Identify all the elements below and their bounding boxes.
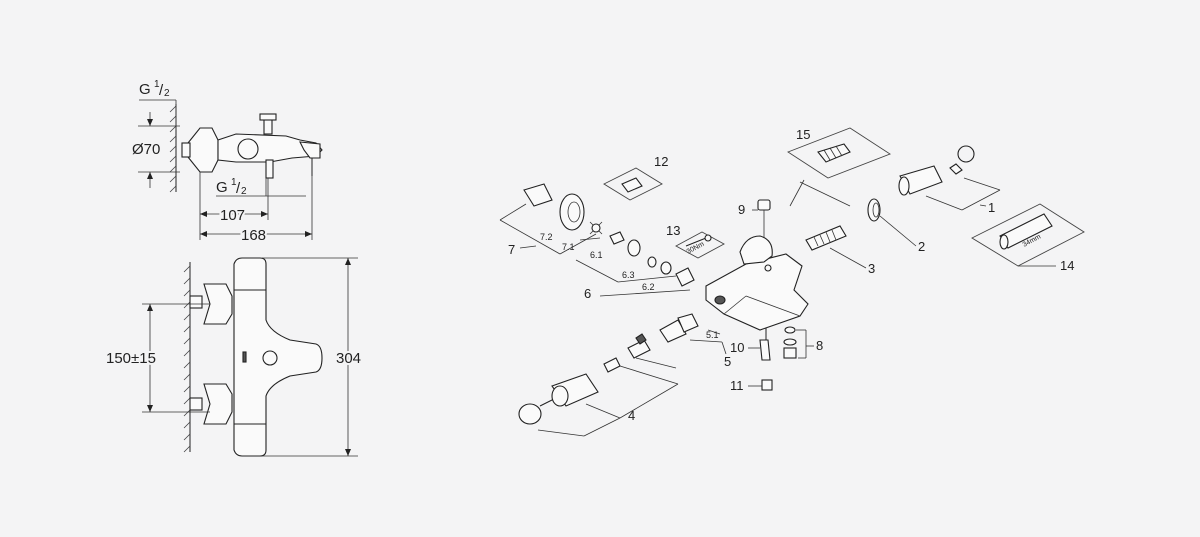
callout-63: 6.3 [622,270,635,280]
part-5: 5.1 5 [659,313,731,369]
thread-mid-slash: / [236,180,241,197]
callout-11: 11 [730,378,744,393]
part-14: 34mm 14 [971,203,1085,273]
callout-4: 4 [628,408,635,423]
side-view: G 1 / 2 Ø70 G 1 / 2 107 168 [132,79,323,246]
part-2: 2 [867,198,925,254]
callout-5: 5 [724,354,731,369]
callout-8: 8 [816,338,823,353]
callout-7: 7 [508,242,515,257]
callout-10: 10 [730,340,744,355]
callout-61: 6.1 [590,250,603,260]
thread-mid-num: 1 [231,177,237,188]
thread-mid-den: 2 [241,186,247,197]
part-4: 4 [518,333,679,437]
dim-304: 304 [336,350,361,367]
callout-13: 13 [666,223,680,238]
thread-mid-label: G [216,179,228,196]
part-10: 10 [730,328,771,361]
part-7: 7.1 7.2 7 [499,183,603,257]
callout-62: 6.2 [642,282,655,292]
callout-1: 1 [988,200,995,215]
dim-168: 168 [241,227,266,244]
part-3: 3 [805,225,875,276]
callout-14: 14 [1060,258,1074,273]
part-12: 12 [603,154,668,201]
part-15: 15 [787,127,891,179]
thread-top-num: 1 [154,79,160,90]
callout-6: 6 [584,286,591,301]
callout-9: 9 [738,202,745,217]
callout-2: 2 [918,239,925,254]
thread-top-label: G [139,81,151,98]
exploded-view: 15 1 2 34mm [499,127,1085,437]
front-view: 150±15 304 [104,257,363,457]
dim-107: 107 [220,207,245,224]
part-11: 11 [730,378,773,393]
torque-30nm: 30Nm [686,241,706,256]
callout-12: 12 [654,154,668,169]
main-body [705,235,809,331]
part-6: 6.1 6.3 6.2 6 [575,231,695,301]
callout-15: 15 [796,127,810,142]
callout-3: 3 [868,261,875,276]
callout-71: 7.1 [562,242,575,252]
thread-top-den: 2 [164,88,170,99]
diameter-70-label: Ø70 [132,141,160,158]
part-8: 8 [783,326,823,359]
part-1: 1 [898,145,1001,215]
callout-72: 7.2 [540,232,553,242]
dim-150: 150±15 [106,350,156,367]
thread-top-slash: / [159,82,164,99]
part-13: 30Nm 13 [666,223,725,259]
callout-51: 5.1 [706,330,719,340]
